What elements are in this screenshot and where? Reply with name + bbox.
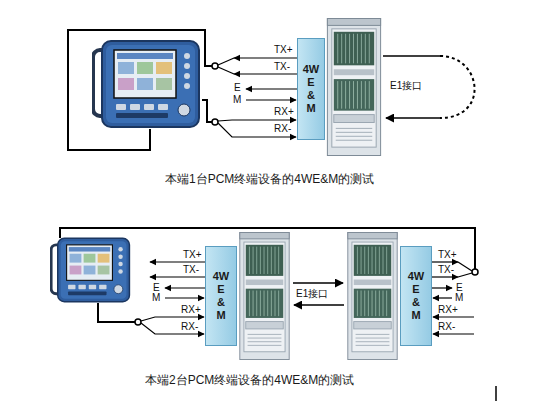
e1-link bbox=[383, 55, 440, 57]
signal-wire bbox=[432, 287, 452, 288]
signal-wire bbox=[246, 88, 297, 89]
e1-link bbox=[386, 117, 440, 119]
signal-label: M bbox=[152, 292, 160, 304]
e1-loopback bbox=[440, 56, 475, 118]
interface-label: E1接口 bbox=[296, 288, 328, 300]
caption: 本端1台PCM终端设备的4WE&M的测试 bbox=[165, 172, 374, 186]
signal-wire bbox=[433, 297, 452, 298]
signal-wire bbox=[218, 58, 234, 65]
signal-wire bbox=[150, 261, 205, 262]
e1-link bbox=[294, 304, 344, 306]
e1-link bbox=[293, 282, 343, 284]
signal-wire bbox=[234, 57, 297, 58]
signal-label: RX- bbox=[181, 321, 198, 333]
test-cable bbox=[68, 30, 212, 150]
junction-dot bbox=[212, 119, 218, 125]
signal-wire bbox=[433, 333, 474, 334]
signal-label: E bbox=[234, 82, 241, 94]
tester-device bbox=[93, 41, 199, 127]
signal-label: TX+ bbox=[438, 249, 457, 261]
signal-label: TX- bbox=[183, 264, 199, 276]
module-text: 4W E & M bbox=[408, 270, 425, 323]
signal-wire bbox=[165, 287, 205, 288]
signal-label: RX+ bbox=[181, 304, 201, 316]
signal-wire bbox=[218, 120, 296, 121]
signal-label: TX+ bbox=[274, 44, 293, 56]
interface-module: 4W E & M bbox=[297, 38, 325, 140]
interface-label: E1接口 bbox=[390, 80, 422, 92]
signal-wire bbox=[432, 261, 458, 262]
signal-label: M bbox=[233, 94, 241, 106]
signal-wire bbox=[150, 276, 205, 277]
junction-dot bbox=[472, 269, 478, 275]
signal-wire bbox=[458, 262, 472, 271]
signal-wire bbox=[165, 297, 204, 298]
test-cable bbox=[202, 100, 212, 122]
signal-wire bbox=[218, 123, 296, 137]
junction-dot bbox=[212, 63, 218, 69]
signal-wire bbox=[458, 273, 472, 277]
junction-dot bbox=[135, 319, 141, 325]
signal-label: RX- bbox=[274, 123, 291, 135]
pcm-cabinet bbox=[240, 232, 289, 359]
signal-wire bbox=[141, 317, 204, 321]
pcm-cabinet bbox=[327, 18, 380, 155]
signal-wire bbox=[218, 67, 234, 74]
signal-wire bbox=[432, 276, 458, 277]
cursor-mark bbox=[495, 386, 497, 401]
signal-label: TX- bbox=[438, 264, 454, 276]
signal-wire bbox=[234, 73, 297, 74]
signal-label: TX- bbox=[274, 61, 290, 73]
module-text: 4W E & M bbox=[213, 270, 230, 323]
signal-label: RX+ bbox=[438, 304, 458, 316]
signal-label: M bbox=[455, 292, 463, 304]
test-cable bbox=[98, 303, 135, 322]
signal-wire bbox=[433, 316, 474, 317]
interface-module: 4W E & M bbox=[400, 246, 432, 346]
tester-device bbox=[51, 238, 129, 302]
interface-module: 4W E & M bbox=[205, 246, 237, 346]
signal-label: TX+ bbox=[183, 249, 202, 261]
caption: 本端2台PCM终端设备的4WE&M的测试 bbox=[145, 373, 354, 387]
signal-wire bbox=[246, 99, 296, 100]
signal-label: RX- bbox=[438, 321, 455, 333]
signal-label: RX+ bbox=[274, 106, 294, 118]
pcm-cabinet bbox=[348, 232, 397, 359]
module-text: 4W E & M bbox=[303, 63, 320, 116]
